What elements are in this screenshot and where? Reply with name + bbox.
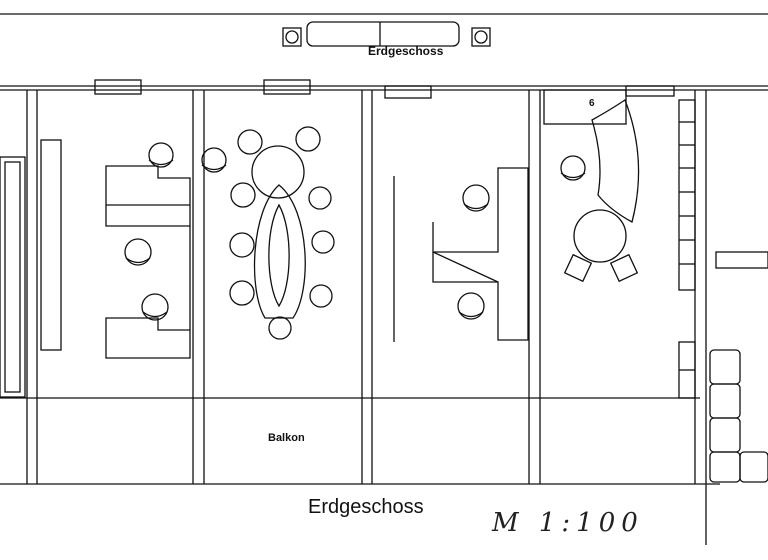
sofa [709,349,768,483]
entrance-element [282,21,491,47]
office-6-furniture [543,89,768,399]
conference-table [229,126,335,340]
office-3-furniture [393,167,529,342]
left-cabinet [0,156,26,398]
balcony-label: Balkon [268,432,305,444]
office-1-furniture [105,142,227,359]
scale-label: M 1:100 [492,508,644,538]
room-number-label: 6 [589,98,595,109]
plan-title-top: Erdgeschoss [368,44,444,58]
sideboard [543,89,627,125]
plan-title-bottom: Erdgeschoss [308,496,424,518]
wall-shelf [40,139,62,351]
window-sills [94,79,675,99]
bookshelf [678,99,696,291]
